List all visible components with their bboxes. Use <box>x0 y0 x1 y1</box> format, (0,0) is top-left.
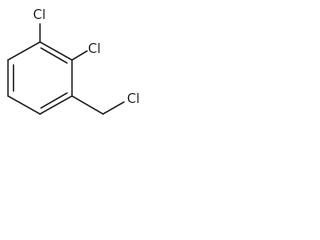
bond-ch2-to-cl-side <box>102 101 125 115</box>
atom-labels: Cl Cl Cl <box>33 8 140 107</box>
ring-double-bond-c1-c2 <box>40 47 68 64</box>
substituent-bonds <box>39 23 125 115</box>
bond-ring-to-cl-middle <box>71 50 88 61</box>
atom-label-cl-top: Cl <box>33 8 46 23</box>
ring-bond-c3-c4 <box>39 95 73 115</box>
bond-ring-to-ch2 <box>71 95 104 115</box>
molecule-structure-diagram: Cl Cl Cl <box>7 8 140 115</box>
benzene-ring <box>7 41 73 115</box>
atom-label-cl-middle: Cl <box>88 42 101 57</box>
atom-label-cl-side: Cl <box>127 92 140 107</box>
ring-bond-c4-c5 <box>7 95 41 115</box>
ring-bond-c1-c2 <box>39 41 73 61</box>
ring-bond-c6-c1 <box>7 41 41 61</box>
ring-double-bond-c3-c4 <box>40 92 68 109</box>
